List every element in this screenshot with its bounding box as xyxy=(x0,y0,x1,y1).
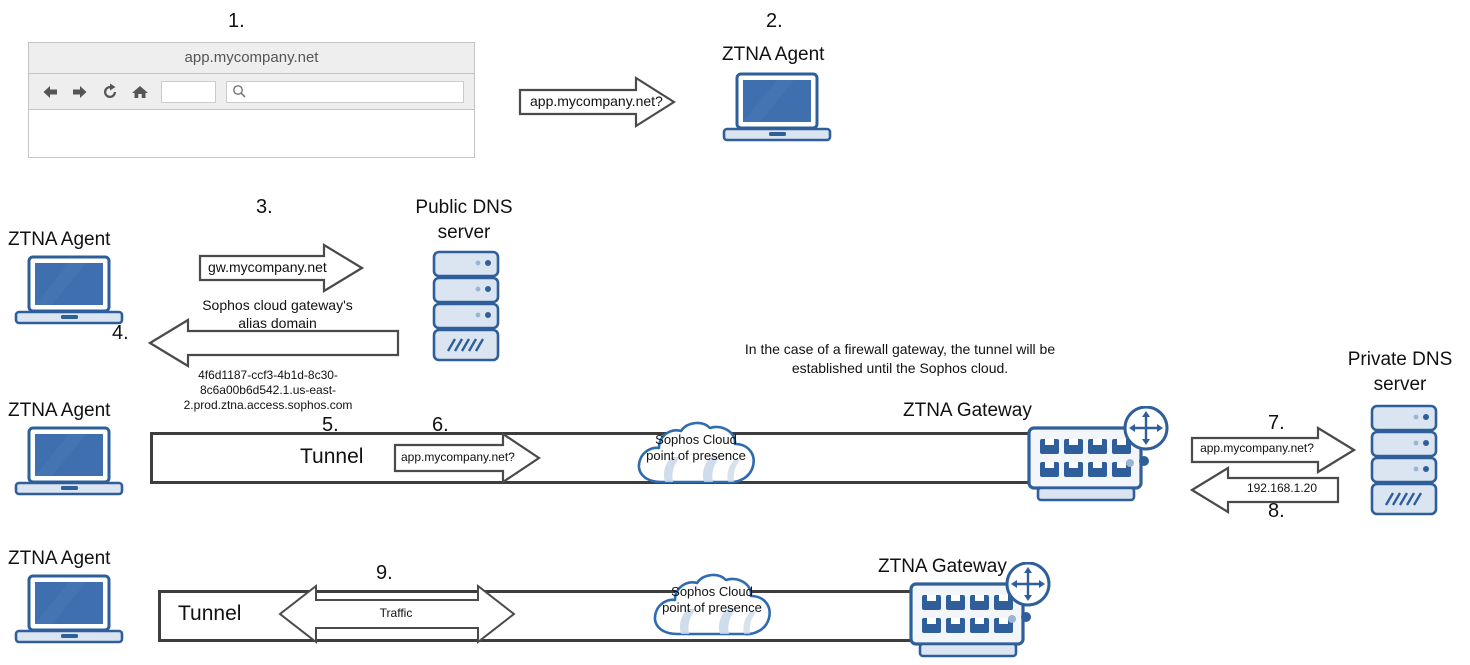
arrow-traffic-bidirectional: Traffic xyxy=(278,582,516,651)
browser-title-bar: app.mycompany.net xyxy=(29,43,474,74)
browser-content-area xyxy=(29,110,474,150)
step-4-number: 4. xyxy=(112,322,129,344)
step-8-number: 8. xyxy=(1268,500,1285,522)
search-icon xyxy=(232,84,247,99)
step-1-number: 1. xyxy=(228,10,245,32)
ztna-gateway-icon-3 xyxy=(1026,405,1172,509)
alias-answer-text: 4f6d1187-ccf3-4b1d-8c30-8c6a00b6d542.1.u… xyxy=(183,368,353,412)
step-6-number: 6. xyxy=(432,414,449,436)
home-icon[interactable] xyxy=(125,77,155,107)
arrow-label-request-app-1: app.mycompany.net? xyxy=(530,93,663,109)
private-dns-label-line1: Private DNS xyxy=(1347,349,1453,370)
laptop-icon-3 xyxy=(14,255,124,332)
arrow-label-request-gw: gw.mycompany.net xyxy=(208,259,327,275)
tunnel-label-3: Tunnel xyxy=(300,445,364,468)
browser-window: app.mycompany.net xyxy=(28,42,475,158)
tunnel-row-3 xyxy=(150,432,1035,484)
arrow-label-dns-answer-ip: 192.168.1.20 xyxy=(1246,481,1318,495)
address-input[interactable] xyxy=(161,80,216,103)
public-dns-label-line1: Public DNS xyxy=(415,197,513,218)
step-2-number: 2. xyxy=(766,10,783,32)
reload-icon[interactable] xyxy=(95,77,125,107)
cloud-label-3-line2: point of presence xyxy=(646,448,746,464)
arrow-request-gw: gw.mycompany.net xyxy=(198,243,365,298)
public-dns-label-line2: server xyxy=(437,221,491,243)
arrow-label-traffic: Traffic xyxy=(379,606,413,620)
tunnel-left-cap-3 xyxy=(150,432,153,484)
arrow-request-app-1: app.mycompany.net? xyxy=(518,76,677,133)
ztna-gateway-label-4: ZTNA Gateway xyxy=(878,556,1007,577)
ztna-agent-label-3: ZTNA Agent xyxy=(8,229,111,250)
step-7-number: 7. xyxy=(1268,412,1285,434)
cloud-label-3-line1: Sophos Cloud xyxy=(655,432,737,447)
ztna-agent-label-5: ZTNA Agent xyxy=(8,400,111,421)
step-3-number: 3. xyxy=(256,196,273,218)
laptop-icon-2 xyxy=(722,72,832,149)
private-dns-server-icon xyxy=(1370,404,1438,521)
laptop-icon-5 xyxy=(14,426,124,503)
ztna-gateway-icon-4 xyxy=(908,561,1054,665)
arrow-dns-answer-ip: 192.168.1.20 xyxy=(1189,466,1340,519)
cloud-label-4-line1: Sophos Cloud xyxy=(671,584,753,599)
cloud-label-3: Sophos Cloud point of presence xyxy=(634,432,758,465)
ztna-agent-label-9: ZTNA Agent xyxy=(8,548,111,569)
tunnel-left-cap-4 xyxy=(158,590,161,642)
forward-arrow-icon[interactable] xyxy=(65,77,95,107)
sophos-cloud-icon-3: Sophos Cloud point of presence xyxy=(632,414,760,499)
ztna-agent-label-2: ZTNA Agent xyxy=(722,44,825,65)
step-5-number: 5. xyxy=(322,414,339,436)
search-input[interactable] xyxy=(226,80,464,103)
alias-note-line1: Sophos cloud gateway's xyxy=(202,297,353,313)
arrow-label-request-app-3: app.mycompany.net? xyxy=(1200,441,1314,455)
arrow-alias-answer xyxy=(147,318,400,373)
arrow-request-app-2: app.mycompany.net? xyxy=(393,431,541,489)
arrow-label-request-app-2: app.mycompany.net? xyxy=(401,450,515,464)
firewall-gateway-note: In the case of a firewall gateway, the t… xyxy=(700,340,1100,378)
alias-note-line2: alias domain xyxy=(238,314,317,331)
public-dns-server-icon xyxy=(432,250,500,367)
browser-toolbar xyxy=(29,74,474,110)
back-arrow-icon[interactable] xyxy=(35,77,65,107)
cloud-label-4: Sophos Cloud point of presence xyxy=(650,584,774,617)
tunnel-row-4 xyxy=(158,590,928,642)
alias-domain-note: Sophos cloud gateway's alias domain xyxy=(185,297,370,332)
private-dns-label: Private DNS server xyxy=(1330,348,1470,397)
step-9-number: 9. xyxy=(376,562,393,584)
tunnel-label-4: Tunnel xyxy=(178,602,242,625)
ztna-gateway-label-3: ZTNA Gateway xyxy=(903,400,1032,421)
arrow-request-app-3: app.mycompany.net? xyxy=(1190,426,1357,479)
firewall-note-line2: established until the Sophos cloud. xyxy=(791,359,1009,376)
laptop-icon-9 xyxy=(14,574,124,651)
public-dns-label: Public DNS server xyxy=(398,196,530,245)
firewall-note-line1: In the case of a firewall gateway, the t… xyxy=(744,341,1056,357)
cloud-label-4-line2: point of presence xyxy=(662,600,762,616)
private-dns-label-line2: server xyxy=(1373,373,1427,395)
sophos-cloud-icon-4: Sophos Cloud point of presence xyxy=(648,566,776,651)
